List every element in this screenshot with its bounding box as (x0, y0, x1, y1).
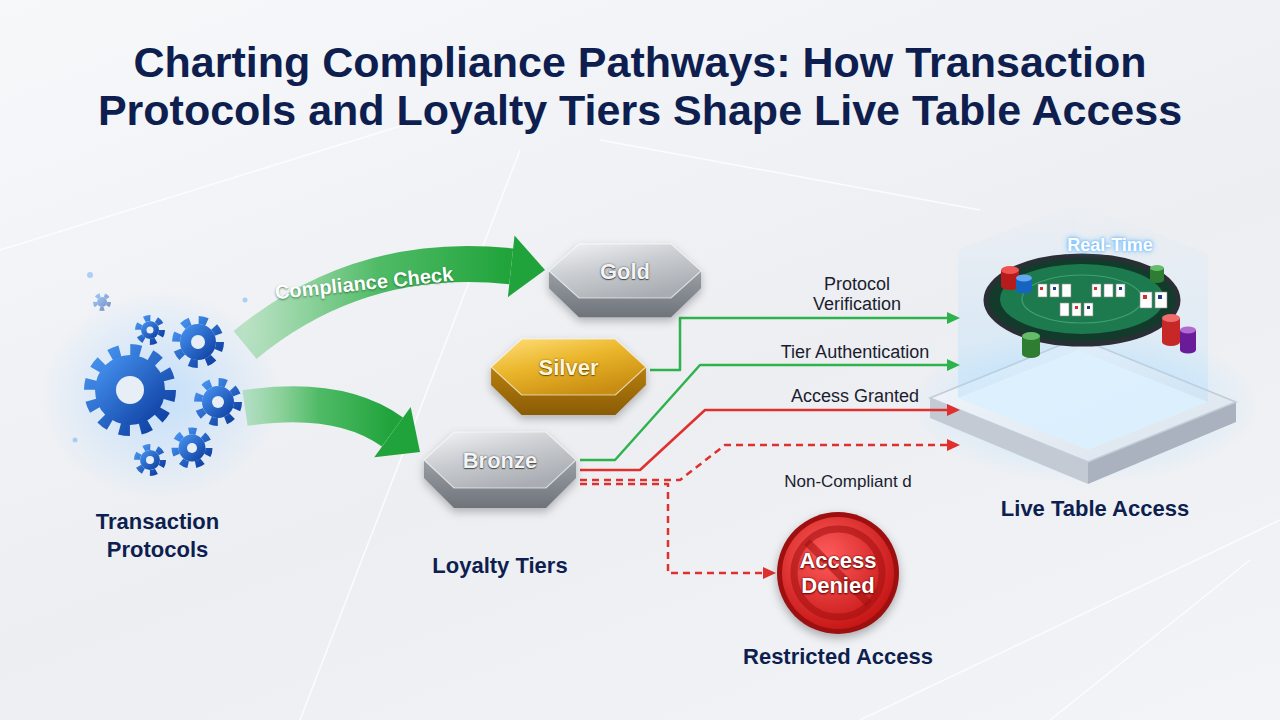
tier-name: Bronze (420, 448, 580, 474)
tier-name: Silver (487, 355, 650, 381)
edge-label: Protocol Verification (792, 274, 922, 314)
edge-label: Tier Authentication (745, 342, 965, 362)
tier-hexagon: Gold (545, 240, 705, 325)
live-table-node: Real-TimeLive Table Access (960, 225, 1230, 480)
diagram-title: Charting Compliance Pathways: How Transa… (80, 38, 1200, 134)
background-lines (0, 120, 1280, 720)
arrow-head (763, 567, 776, 579)
arrow-head (947, 404, 960, 416)
tier-hexagon: Bronze (420, 428, 580, 516)
gear-cluster (40, 272, 280, 500)
denied-circle: Access DeniedRestricted Access (776, 511, 900, 635)
flow-arrow (245, 236, 545, 345)
connector-path (580, 410, 947, 470)
protocol-node: Transaction Protocols (70, 290, 245, 480)
connector-line (580, 484, 776, 579)
arrow-head (508, 236, 545, 298)
node-heading: Live Table Access (960, 495, 1230, 523)
arrow-head (947, 312, 960, 324)
denied-text: Access Denied (783, 548, 893, 598)
status-note: Non-Compliant d (784, 472, 912, 492)
table-badge: Real-Time (975, 234, 1245, 256)
tier-name: Gold (545, 259, 705, 285)
live-table-illustration (910, 202, 1260, 484)
connector-line (580, 404, 960, 470)
arrow-head (947, 359, 960, 371)
arrow-body (245, 404, 392, 432)
node-heading: Restricted Access (688, 643, 988, 671)
denied-rim (777, 512, 899, 634)
arrow-head (947, 439, 960, 451)
tier-hexagon: Silver (487, 335, 650, 423)
connector-path (580, 484, 763, 573)
arrow-head (374, 407, 420, 457)
edge-label: Access Granted (745, 386, 965, 406)
denied-fill (782, 517, 894, 629)
flow-arrow (245, 404, 420, 457)
group-caption: Loyalty Tiers (432, 552, 567, 580)
node-heading: Transaction Protocols (70, 508, 245, 564)
chip-stacks (1001, 265, 1196, 358)
